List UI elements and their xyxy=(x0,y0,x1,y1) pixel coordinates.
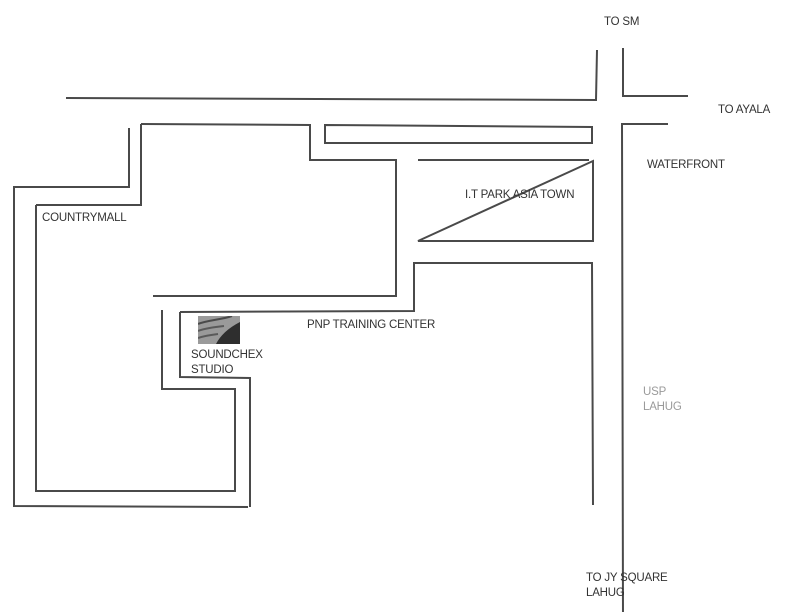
road-soundchex-inner xyxy=(179,312,251,507)
label-to-sm: TO SM xyxy=(604,16,640,28)
label-usp-lahug: LAHUG xyxy=(643,401,682,413)
road-top-main-north-edge xyxy=(65,49,598,102)
road-countrymall-outer xyxy=(13,128,249,508)
label-soundchex: SOUNDCHEX xyxy=(191,349,263,361)
label-usp: USP xyxy=(643,386,667,398)
road-countrymall-inner xyxy=(140,123,397,297)
label-countrymall: COUNTRYMALL xyxy=(42,212,127,224)
label-jy-lahug: LAHUG xyxy=(586,587,625,599)
label-to-ayala: TO AYALA xyxy=(718,104,771,116)
label-waterfront: WATERFRONT xyxy=(647,159,725,171)
label-to-jy-square: TO JY SQUARE xyxy=(586,572,668,584)
label-studio: STUDIO xyxy=(191,364,234,376)
road-countrymall-west-inner xyxy=(36,124,142,206)
label-it-park-asia-town: I.T PARK ASIA TOWN xyxy=(465,189,575,201)
soundchex-logo-icon xyxy=(198,316,240,344)
label-pnp-training-center: PNP TRAINING CENTER xyxy=(307,319,436,331)
road-countrymall-inner-west-wall xyxy=(35,205,236,492)
road-soundchex-loop xyxy=(179,262,594,506)
road-to-sm-east-edge xyxy=(622,48,688,97)
block-it-park xyxy=(417,159,594,242)
block-strip xyxy=(324,123,593,144)
road-to-ayala-south-edge xyxy=(620,123,668,612)
